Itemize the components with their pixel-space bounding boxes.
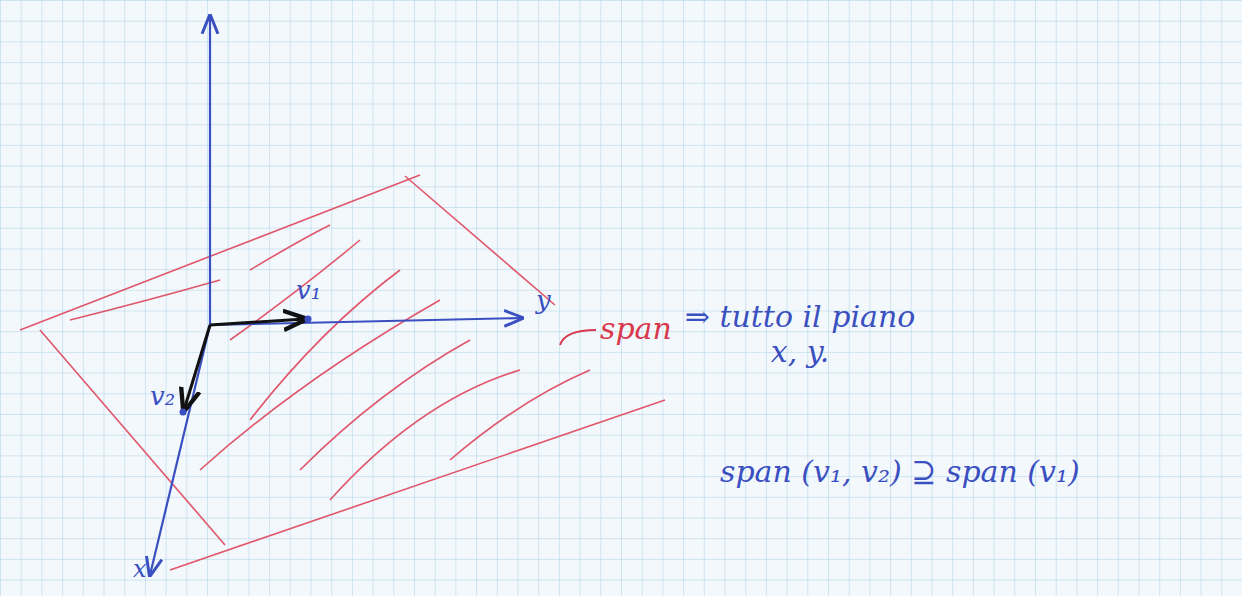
formula: span (v₁, v₂) ⊇ span (v₁) [720,455,1080,490]
vectors [184,319,305,410]
axes [150,16,522,575]
vector-label: v₂ [150,382,175,412]
vector-tip [305,316,312,323]
vector-label: v₁ [296,276,321,306]
annotation: ⇒ tutto il piano x, y. [680,300,920,369]
span-note: span [600,312,672,347]
axis-label: y [536,286,551,316]
leader-line [560,330,596,345]
plane-xy [20,175,665,570]
vector-tip [180,409,187,416]
axis-label: x [133,556,147,584]
